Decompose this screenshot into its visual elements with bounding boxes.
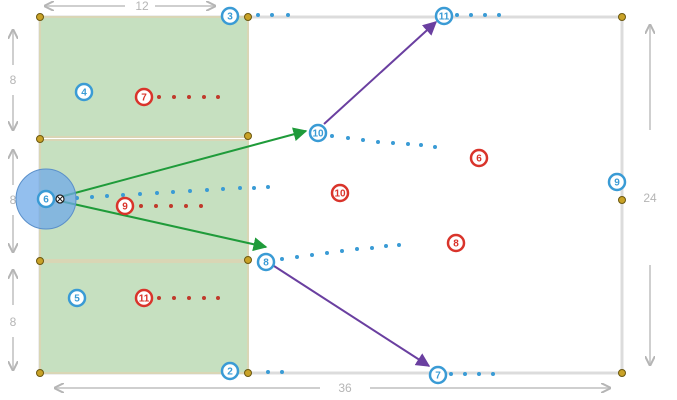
blue-run-trails <box>75 13 501 376</box>
cone <box>244 369 252 377</box>
svg-text:11: 11 <box>439 12 450 23</box>
blue-player-6: 6 <box>36 189 56 209</box>
trail-red-11 <box>157 296 220 300</box>
blue-player-11: 11 <box>434 6 454 26</box>
dim-label-left-top: 8 <box>10 73 17 87</box>
svg-text:6: 6 <box>476 154 482 165</box>
svg-text:7: 7 <box>141 93 147 104</box>
red-player-11: 11 <box>134 288 154 308</box>
svg-text:4: 4 <box>81 88 87 99</box>
red-player-9: 9 <box>115 196 135 216</box>
trail-red-9 <box>139 204 203 208</box>
svg-text:8: 8 <box>453 239 459 250</box>
blue-player-3: 3 <box>220 6 240 26</box>
dim-label-top: 12 <box>135 0 149 13</box>
red-player-10: 10 <box>330 183 350 203</box>
blue-player-10: 10 <box>308 123 328 143</box>
run-arrow-8-to-7 <box>273 265 431 367</box>
soccer-ball-icon <box>55 194 65 204</box>
trail-6 <box>75 185 270 200</box>
red-run-trails <box>139 95 220 300</box>
blue-player-2: 2 <box>220 361 240 381</box>
svg-text:8: 8 <box>263 258 269 269</box>
dim-label-right: 24 <box>643 191 657 205</box>
cone <box>36 13 44 21</box>
blue-players: 6 4 5 3 2 10 8 11 <box>36 6 627 385</box>
dim-label-bottom: 36 <box>338 381 352 395</box>
svg-text:6: 6 <box>43 195 49 206</box>
trail-7 <box>449 372 495 376</box>
trail-10 <box>330 134 437 149</box>
blue-player-7: 7 <box>428 365 448 385</box>
run-arrow-10-to-11 <box>323 21 438 125</box>
svg-text:5: 5 <box>74 294 80 305</box>
pass-arrow-to-8 <box>59 200 268 252</box>
blue-player-9: 9 <box>607 172 627 192</box>
cone <box>244 256 252 264</box>
red-players: 7 9 11 10 6 8 <box>115 87 489 308</box>
pass-arrow-to-10 <box>59 127 308 198</box>
cone <box>244 132 252 140</box>
red-player-6: 6 <box>469 148 489 168</box>
svg-text:9: 9 <box>122 202 128 213</box>
trail-11 <box>455 13 501 17</box>
red-player-7: 7 <box>134 87 154 107</box>
cones <box>36 13 626 377</box>
cone <box>618 13 626 21</box>
cone <box>244 13 252 21</box>
blue-player-4: 4 <box>74 82 94 102</box>
svg-text:10: 10 <box>334 189 346 200</box>
dim-label-left-bottom: 8 <box>10 315 17 329</box>
dim-label-left-middle: 8 <box>10 193 17 207</box>
svg-text:11: 11 <box>139 294 150 305</box>
svg-text:2: 2 <box>227 367 233 378</box>
red-player-8: 8 <box>446 233 466 253</box>
cone <box>36 135 44 143</box>
svg-text:10: 10 <box>312 129 324 140</box>
svg-text:3: 3 <box>227 12 233 23</box>
svg-text:7: 7 <box>435 371 441 382</box>
zone-top <box>39 16 249 138</box>
cone <box>36 369 44 377</box>
trail-8 <box>280 243 401 261</box>
trail-3 <box>256 13 290 17</box>
cone <box>618 369 626 377</box>
blue-player-5: 5 <box>67 288 87 308</box>
cone <box>36 257 44 265</box>
dimension-lines <box>13 6 650 388</box>
zone-bottom <box>39 261 249 374</box>
blue-player-8: 8 <box>256 252 276 272</box>
trail-2 <box>266 370 284 374</box>
cone <box>618 196 626 204</box>
svg-text:9: 9 <box>614 178 620 189</box>
trail-red-7 <box>157 95 220 99</box>
